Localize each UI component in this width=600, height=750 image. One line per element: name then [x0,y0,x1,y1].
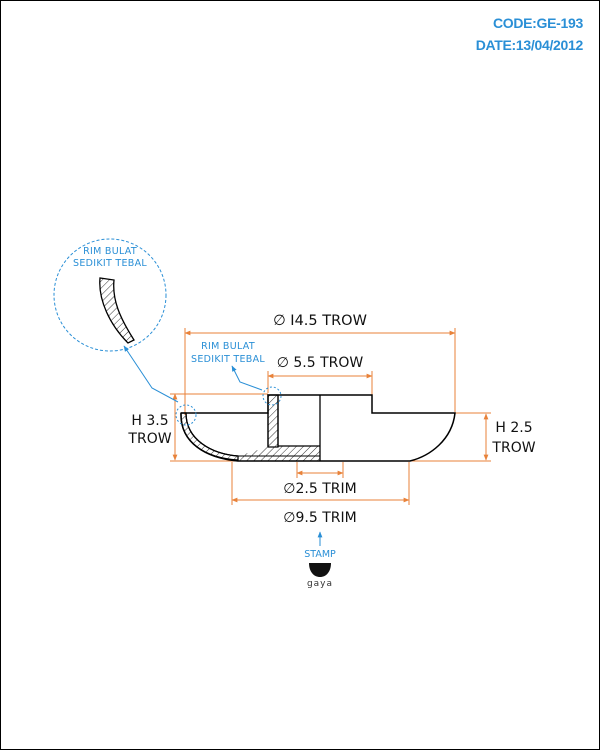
outer-diameter-label: ∅ I4.5 TROW [273,313,367,329]
dimension-labels: ∅ I4.5 TROW ∅ 5.5 TROW ∅2.5 TRIM ∅9.5 TR… [127,313,535,526]
height-right-label-2: TROW [491,440,535,456]
callout-note-line1: RIM BULAT [201,341,255,352]
detail-note-line1: RIM BULAT [83,246,137,257]
stamp-mark: gaya [307,579,333,589]
height-right-label-1: H 2.5 [495,420,532,436]
height-left-label-1: H 3.5 [131,413,168,429]
base-diameter-label: ∅9.5 TRIM [283,510,356,526]
stamp-block: STAMP gaya [304,549,336,589]
part-outline [180,394,456,462]
rim-section-hatch [180,412,239,461]
detail-note-line2: SEDIKIT TEBAL [73,258,147,269]
hub-section-hatch [267,394,279,448]
dimension-lines [170,328,491,505]
height-left-label-2: TROW [127,431,171,447]
hole-diameter-label: ∅2.5 TRIM [283,481,356,497]
callout-note-line2: SEDIKIT TEBAL [191,354,265,365]
part-section [180,394,456,462]
detail-zoom-circle [53,238,167,352]
base-section-hatch [238,446,320,461]
drawing-code: CODE:GE-193 [492,15,583,31]
detail-marker-left [175,404,197,426]
magnified-rim-section [99,277,135,344]
inner-diameter-label: ∅ 5.5 TROW [277,355,364,371]
note-labels: RIM BULAT SEDIKIT TEBAL RIM BULAT SEDIKI… [73,246,265,365]
detail-annotations [53,238,323,546]
stamp-label: STAMP [304,549,336,560]
drawing-date: DATE:13/04/2012 [475,37,584,53]
stamp-logo [309,563,331,577]
detail-marker-top [262,386,282,406]
